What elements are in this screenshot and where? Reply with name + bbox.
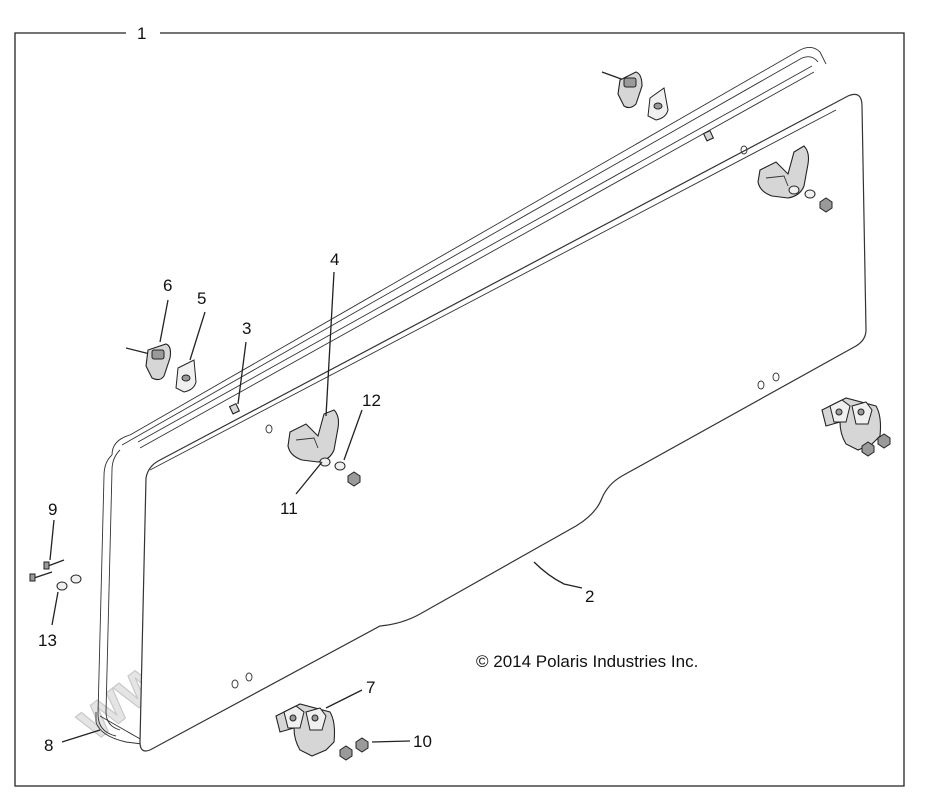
callout-11: 11 <box>280 499 298 518</box>
callout-4: 4 <box>330 250 339 269</box>
callout-3: 3 <box>242 319 251 338</box>
hinge-lower <box>275 703 369 761</box>
callout-7: 7 <box>366 678 375 697</box>
callouts: 1 2 3 4 5 6 7 8 9 10 11 12 13 <box>38 24 594 755</box>
copyright-text: © 2014 Polaris Industries Inc. <box>476 652 698 671</box>
pin-right <box>702 129 715 142</box>
glass-panel <box>139 93 867 752</box>
latch-bolt-left <box>125 343 197 393</box>
catch-bracket-right <box>757 145 833 213</box>
callout-13: 13 <box>38 631 57 650</box>
callout-9: 9 <box>48 500 57 519</box>
callout-2: 2 <box>585 587 594 606</box>
leader-lines <box>49 271 583 743</box>
hinge-right <box>821 397 891 457</box>
callout-1: 1 <box>137 24 146 43</box>
latch-bolt-right <box>601 71 669 121</box>
callout-12: 12 <box>362 391 381 410</box>
callout-5: 5 <box>197 289 206 308</box>
seal-frame <box>95 47 827 745</box>
screws-left <box>29 559 82 591</box>
callout-6: 6 <box>163 276 172 295</box>
assembly-frame <box>14 32 905 787</box>
pin-left <box>228 402 241 415</box>
callout-10: 10 <box>413 732 432 751</box>
catch-bracket-left <box>287 409 361 487</box>
callout-8: 8 <box>44 736 53 755</box>
